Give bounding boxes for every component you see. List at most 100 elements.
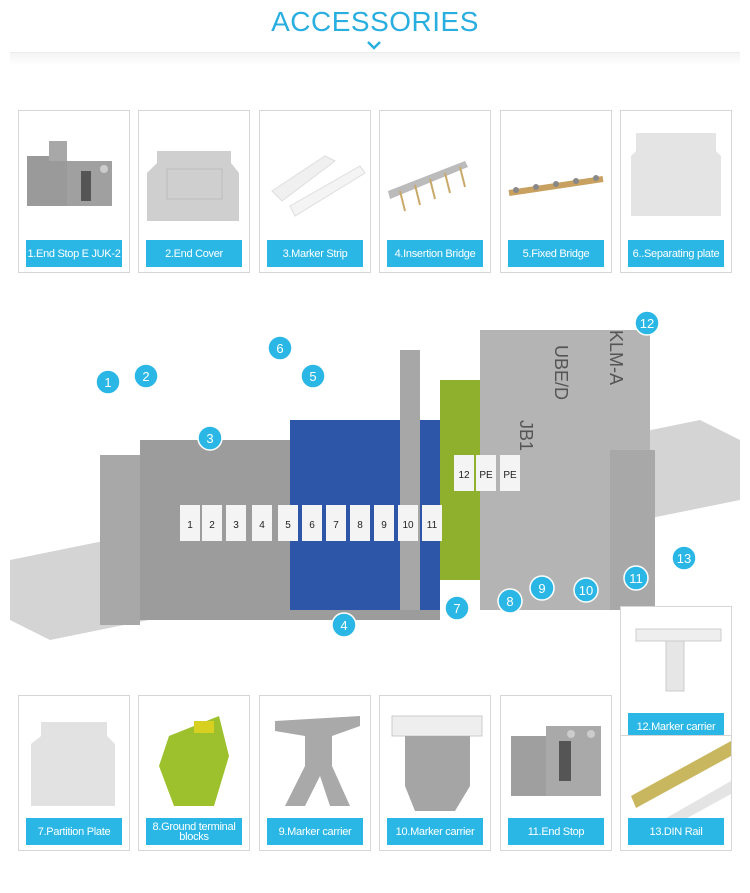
accessory-card-end-stop[interactable]: 1.End Stop E JUK-2 (18, 110, 130, 273)
callout-3: 3 (197, 425, 223, 451)
insertion-bridge-image (388, 161, 468, 212)
terminal-number: 3 (233, 520, 239, 531)
terminal-marker (202, 505, 222, 541)
end-stop-image (27, 141, 112, 206)
terminal-marker (252, 505, 272, 541)
card-label: 2.End Cover (146, 240, 242, 267)
terminal-number: 12 (458, 470, 470, 481)
marker-text: UBE/D (551, 345, 571, 400)
callout-1: 1 (95, 369, 121, 395)
terminal-number: 2 (209, 520, 215, 531)
card-label: 10.Marker carrier (387, 818, 483, 845)
svg-text:4: 4 (340, 618, 347, 633)
terminal-marker (302, 505, 322, 541)
svg-text:7: 7 (453, 601, 460, 616)
svg-text:10: 10 (579, 583, 593, 598)
terminal-number: PE (479, 470, 493, 481)
svg-text:2: 2 (142, 369, 149, 384)
terminal-marker (476, 455, 496, 491)
card-label: 7.Partition Plate (26, 818, 122, 845)
callout-11: 11 (623, 565, 649, 591)
accessory-card-marker-strip[interactable]: 3.Marker Strip (259, 110, 371, 273)
card-label: 11.End Stop (508, 818, 604, 845)
svg-text:9: 9 (538, 581, 545, 596)
accessory-card-end-stop-11[interactable]: 11.End Stop (500, 695, 612, 851)
card-label: 8.Ground terminal blocks (146, 818, 242, 845)
ground-terminal-image (159, 716, 229, 806)
card-label: 5.Fixed Bridge (508, 240, 604, 267)
card-label: 6..Separating plate (628, 240, 724, 267)
card-label: 9.Marker carrier (267, 818, 363, 845)
separating-plate-image (631, 133, 721, 216)
end-stop-left (100, 455, 140, 625)
page-title: ACCESSORIES (271, 6, 479, 37)
callout-12: 12 (634, 310, 660, 336)
accessory-card-marker-carrier-9[interactable]: 9.Marker carrier (259, 695, 371, 851)
callout-7: 7 (444, 595, 470, 621)
terminal-marker (398, 505, 418, 541)
callout-8: 8 (497, 588, 523, 614)
terminal-marker (350, 505, 370, 541)
accessory-card-partition-plate[interactable]: 7.Partition Plate (18, 695, 130, 851)
marker-carrier-image (391, 715, 483, 811)
terminal-number: 9 (381, 520, 387, 531)
fixed-bridge-image (508, 175, 604, 196)
terminal-number: 8 (357, 520, 363, 531)
callout-5: 5 (300, 363, 326, 389)
terminal-marker (278, 505, 298, 541)
marker-text: KLM-A (606, 330, 626, 385)
callout-6: 6 (267, 335, 293, 361)
card-label: 4.Insertion Bridge (387, 240, 483, 267)
accessory-card-marker-carrier-12[interactable]: 12.Marker carrier (620, 606, 732, 746)
svg-text:5: 5 (309, 369, 316, 384)
accessory-card-separating-plate[interactable]: 6..Separating plate (620, 110, 732, 273)
terminal-number: 11 (427, 520, 438, 531)
terminal-number: PE (503, 470, 517, 481)
terminal-number: 10 (402, 520, 414, 531)
svg-text:1: 1 (104, 375, 111, 390)
terminal-number: 7 (333, 520, 339, 531)
terminal-number: 4 (259, 520, 265, 531)
partition-plate-image (31, 722, 115, 806)
accessory-card-fixed-bridge[interactable]: 5.Fixed Bridge (500, 110, 612, 273)
end-cover-image (147, 151, 239, 221)
svg-text:3: 3 (206, 431, 213, 446)
card-label: 13.DIN Rail (628, 818, 724, 845)
callout-9: 9 (529, 575, 555, 601)
terminal-number: 6 (309, 520, 315, 531)
chevron-down-icon (367, 41, 381, 50)
terminal-marker (500, 455, 520, 491)
accessory-card-din-rail[interactable]: 13.DIN Rail (620, 735, 732, 851)
accessory-card-insertion-bridge[interactable]: 4.Insertion Bridge (379, 110, 491, 273)
marker-carrier-image (635, 628, 722, 692)
card-label: 3.Marker Strip (267, 240, 363, 267)
callout-4: 4 (331, 612, 357, 638)
accessory-card-end-cover[interactable]: 2.End Cover (138, 110, 250, 273)
accessory-card-marker-carrier-10[interactable]: 10.Marker carrier (379, 695, 491, 851)
terminal-number: 1 (187, 520, 193, 531)
svg-text:11: 11 (629, 571, 643, 586)
terminal-number: 5 (285, 520, 291, 531)
accessory-card-ground-terminal[interactable]: 8.Ground terminal blocks (138, 695, 250, 851)
svg-text:6: 6 (276, 341, 283, 356)
terminal-marker (326, 505, 346, 541)
terminal-marker (226, 505, 246, 541)
end-stop-image (511, 726, 601, 796)
svg-text:8: 8 (506, 594, 513, 609)
callout-10: 10 (573, 577, 599, 603)
svg-text:13: 13 (677, 551, 691, 566)
marker-text: JB1 (516, 420, 536, 451)
terminal-marker (374, 505, 394, 541)
svg-text:12: 12 (640, 316, 654, 331)
card-label: 1.End Stop E JUK-2 (26, 240, 122, 267)
divider (10, 52, 740, 66)
terminal-marker (454, 455, 474, 491)
partition-plate (400, 350, 420, 610)
callout-2: 2 (133, 363, 159, 389)
terminal-marker (180, 505, 200, 541)
marker-carrier-image (275, 716, 360, 806)
terminal-marker (422, 505, 442, 541)
callout-13: 13 (671, 545, 697, 571)
din-rail-image (631, 741, 731, 826)
